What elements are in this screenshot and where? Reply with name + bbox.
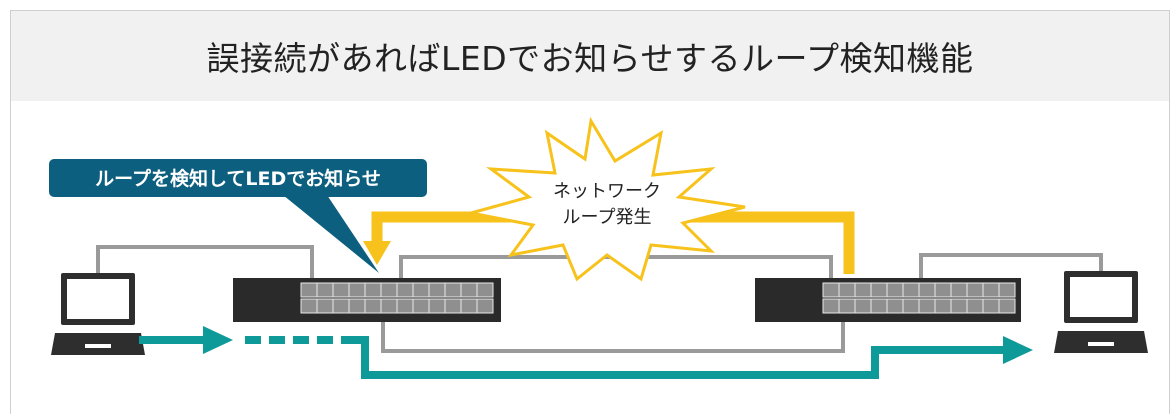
traffic-arrowhead-left: [203, 326, 233, 354]
network-diagram: ループを検知してLEDでお知らせ ネットワーク ループ発生: [49, 116, 1148, 379]
right-switch-ports: [822, 282, 1016, 314]
header: 誤接続があればLEDでお知らせするループ検知機能: [11, 11, 1169, 101]
burst-line-2: ループ発生: [563, 207, 652, 228]
callout-pointer: [283, 195, 379, 273]
right-switch: [755, 278, 1021, 322]
cables: [96, 245, 1103, 353]
burst-line-1: ネットワーク: [553, 181, 661, 202]
left-switch-ports: [300, 282, 494, 314]
left-laptop-icon: [51, 273, 145, 355]
left-switch: [233, 278, 501, 322]
cable-bottom-link: [381, 311, 845, 353]
callout-box: [49, 159, 427, 197]
loop-arrowhead: [363, 241, 391, 265]
traffic-path: [139, 326, 1033, 379]
cable-right-pc: [919, 253, 1103, 281]
page-title: 誤接続があればLEDでお知らせするループ検知機能: [206, 39, 974, 78]
loop-burst-icon: ネットワーク ループ発生: [470, 116, 746, 282]
right-laptop-icon: [1054, 271, 1148, 353]
traffic-arrowhead-right: [1003, 336, 1033, 364]
diagram-frame: 誤接続があればLEDでお知らせするループ検知機能: [10, 10, 1170, 414]
callout: ループを検知してLEDでお知らせ: [49, 159, 427, 273]
cable-left-pc: [96, 245, 314, 281]
callout-text: ループを検知してLEDでお知らせ: [95, 167, 381, 190]
